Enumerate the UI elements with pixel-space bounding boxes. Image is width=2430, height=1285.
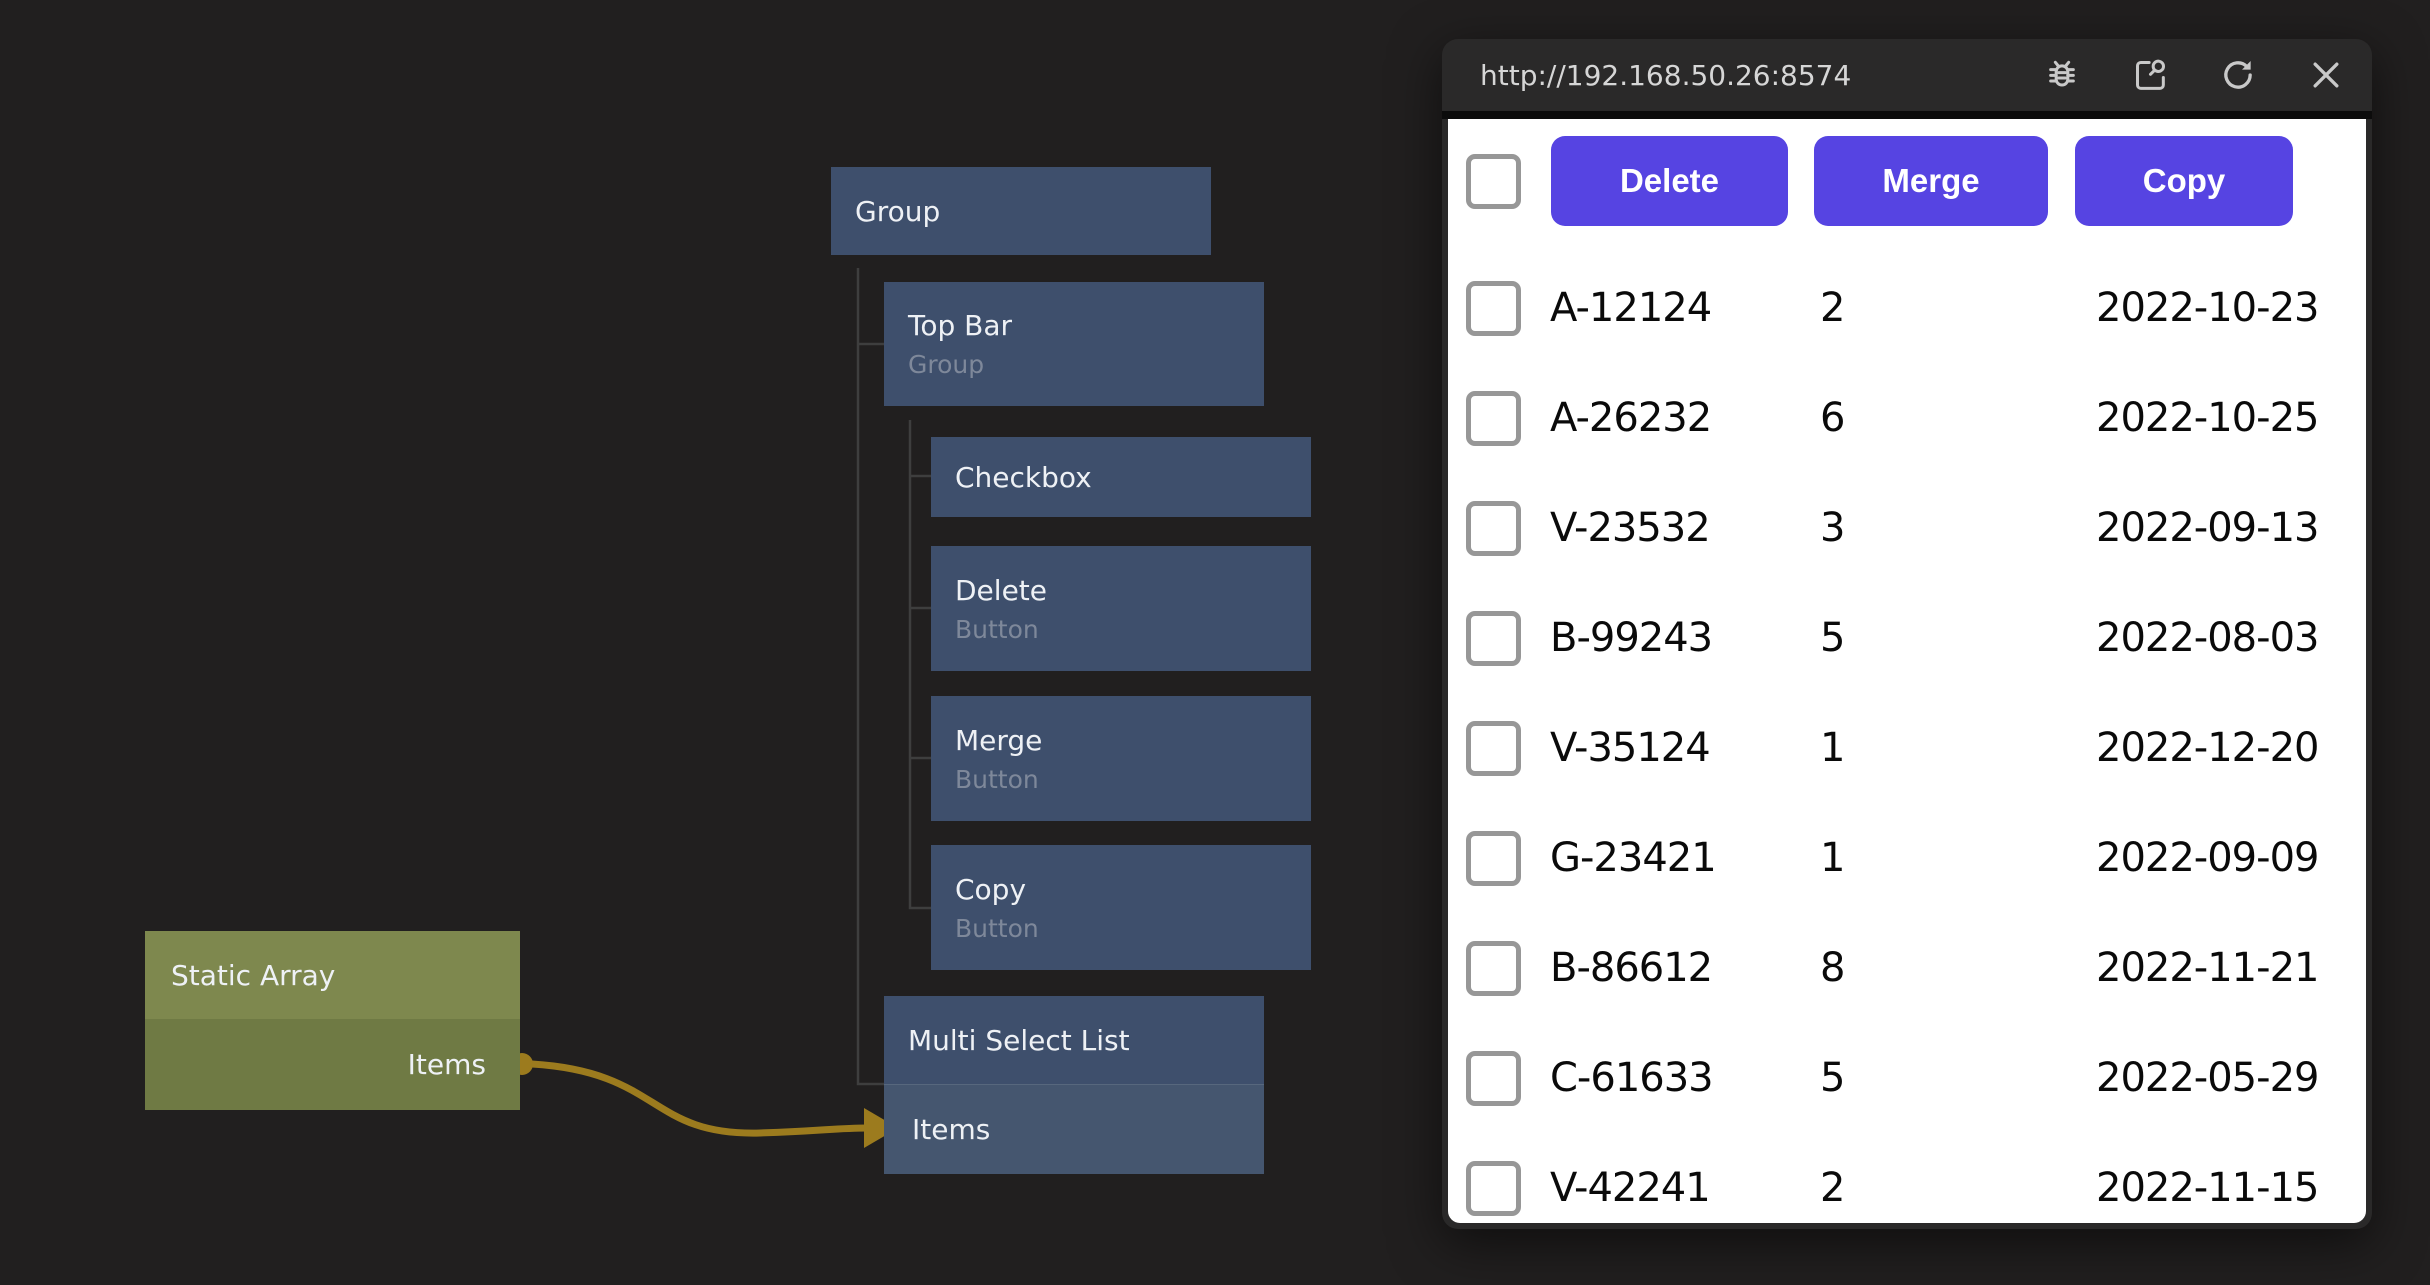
node-subtitle: Button bbox=[955, 764, 1039, 794]
row-checkbox[interactable] bbox=[1466, 830, 1521, 886]
row-qty: 2 bbox=[1820, 285, 1845, 331]
node-title: Copy bbox=[955, 872, 1027, 906]
row-id: G-23421 bbox=[1550, 835, 1717, 881]
row-checkbox[interactable] bbox=[1466, 940, 1521, 996]
node-title: Multi Select List bbox=[908, 1023, 1130, 1057]
table-row: A-26232 6 2022-10-25 bbox=[1466, 363, 2366, 473]
node-top-bar[interactable]: Top Bar Group bbox=[884, 282, 1264, 406]
node-title: Checkbox bbox=[955, 460, 1092, 494]
node-title: Group bbox=[855, 194, 941, 228]
node-multi-select-list[interactable]: Multi Select List Items bbox=[884, 996, 1264, 1174]
row-id: A-26232 bbox=[1550, 395, 1712, 441]
node-group[interactable]: Group bbox=[831, 167, 1211, 255]
row-id: A-12124 bbox=[1550, 285, 1712, 331]
table-row: B-99243 5 2022-08-03 bbox=[1466, 583, 2366, 693]
node-delete-button[interactable]: Delete Button bbox=[931, 546, 1311, 671]
node-subtitle: Button bbox=[955, 614, 1039, 644]
node-title: Static Array bbox=[171, 958, 336, 992]
row-id: V-23532 bbox=[1550, 505, 1711, 551]
copy-button[interactable]: Copy bbox=[2075, 136, 2293, 226]
row-date: 2022-05-29 bbox=[2096, 1055, 2319, 1101]
row-checkbox[interactable] bbox=[1466, 720, 1521, 776]
preview-page-content: Delete Merge Copy A-12124 2 2022-10-23 A… bbox=[1448, 119, 2366, 1223]
merge-button[interactable]: Merge bbox=[1814, 136, 2048, 226]
preview-browser-window: http://192.168.50.26:8574 bbox=[1442, 39, 2372, 1229]
node-merge-button[interactable]: Merge Button bbox=[931, 696, 1311, 821]
row-checkbox[interactable] bbox=[1466, 390, 1521, 446]
tree-connector-group-children bbox=[856, 268, 884, 1086]
input-port-items-row[interactable]: Items bbox=[884, 1084, 1264, 1174]
row-date: 2022-08-03 bbox=[2096, 615, 2319, 661]
port-label: Items bbox=[407, 1048, 486, 1081]
row-checkbox[interactable] bbox=[1466, 610, 1521, 666]
row-date: 2022-09-09 bbox=[2096, 835, 2319, 881]
row-id: C-61633 bbox=[1550, 1055, 1714, 1101]
refresh-icon[interactable] bbox=[2218, 55, 2258, 95]
row-qty: 6 bbox=[1820, 395, 1845, 441]
output-port-items-row[interactable]: Items bbox=[145, 1019, 520, 1110]
toolbar-row: Delete Merge Copy bbox=[1466, 136, 2366, 226]
row-checkbox[interactable] bbox=[1466, 500, 1521, 556]
node-copy-button[interactable]: Copy Button bbox=[931, 845, 1311, 970]
row-date: 2022-12-20 bbox=[2096, 725, 2319, 771]
table-row: V-42241 2 2022-11-15 bbox=[1466, 1133, 2366, 1223]
row-qty: 1 bbox=[1820, 725, 1845, 771]
node-checkbox[interactable]: Checkbox bbox=[931, 437, 1311, 517]
tree-connectors bbox=[856, 268, 931, 1086]
table-row: C-61633 5 2022-05-29 bbox=[1466, 1023, 2366, 1133]
row-checkbox[interactable] bbox=[1466, 1050, 1521, 1106]
row-id: V-42241 bbox=[1550, 1165, 1711, 1211]
node-title: Merge bbox=[955, 723, 1043, 757]
table-row: B-86612 8 2022-11-21 bbox=[1466, 913, 2366, 1023]
row-checkbox[interactable] bbox=[1466, 1160, 1521, 1216]
row-qty: 5 bbox=[1820, 615, 1845, 661]
close-icon[interactable] bbox=[2306, 55, 2346, 95]
tree-connector-topbar-children bbox=[908, 420, 931, 910]
node-subtitle: Button bbox=[955, 913, 1039, 943]
table-row: V-23532 3 2022-09-13 bbox=[1466, 473, 2366, 583]
url-field[interactable]: http://192.168.50.26:8574 bbox=[1480, 58, 1852, 92]
row-date: 2022-11-21 bbox=[2096, 945, 2319, 991]
node-static-array[interactable]: Static Array Items bbox=[145, 931, 520, 1110]
row-id: B-99243 bbox=[1550, 615, 1713, 661]
select-all-checkbox[interactable] bbox=[1466, 153, 1521, 209]
row-qty: 1 bbox=[1820, 835, 1845, 881]
node-title: Delete bbox=[955, 573, 1047, 607]
row-qty: 5 bbox=[1820, 1055, 1845, 1101]
row-qty: 2 bbox=[1820, 1165, 1845, 1211]
wire-arrowhead-icon bbox=[864, 1108, 898, 1148]
row-checkbox[interactable] bbox=[1466, 280, 1521, 336]
row-id: V-35124 bbox=[1550, 725, 1711, 771]
node-subtitle: Group bbox=[908, 350, 985, 379]
table-row: A-12124 2 2022-10-23 bbox=[1466, 253, 2366, 363]
inspect-icon[interactable] bbox=[2130, 55, 2170, 95]
row-date: 2022-11-15 bbox=[2096, 1165, 2319, 1211]
port-label: Items bbox=[912, 1113, 991, 1146]
row-id: B-86612 bbox=[1550, 945, 1713, 991]
row-qty: 8 bbox=[1820, 945, 1845, 991]
row-date: 2022-09-13 bbox=[2096, 505, 2319, 551]
row-qty: 3 bbox=[1820, 505, 1845, 551]
wire-items-connection[interactable] bbox=[531, 1060, 869, 1137]
debug-icon[interactable] bbox=[2042, 55, 2082, 95]
table-row: G-23421 1 2022-09-09 bbox=[1466, 803, 2366, 913]
browser-titlebar: http://192.168.50.26:8574 bbox=[1442, 39, 2372, 119]
table-row: V-35124 1 2022-12-20 bbox=[1466, 693, 2366, 803]
row-date: 2022-10-25 bbox=[2096, 395, 2319, 441]
item-list: A-12124 2 2022-10-23 A-26232 6 2022-10-2… bbox=[1466, 253, 2366, 1223]
row-date: 2022-10-23 bbox=[2096, 285, 2319, 331]
delete-button[interactable]: Delete bbox=[1551, 136, 1788, 226]
node-title: Top Bar bbox=[908, 309, 1013, 342]
